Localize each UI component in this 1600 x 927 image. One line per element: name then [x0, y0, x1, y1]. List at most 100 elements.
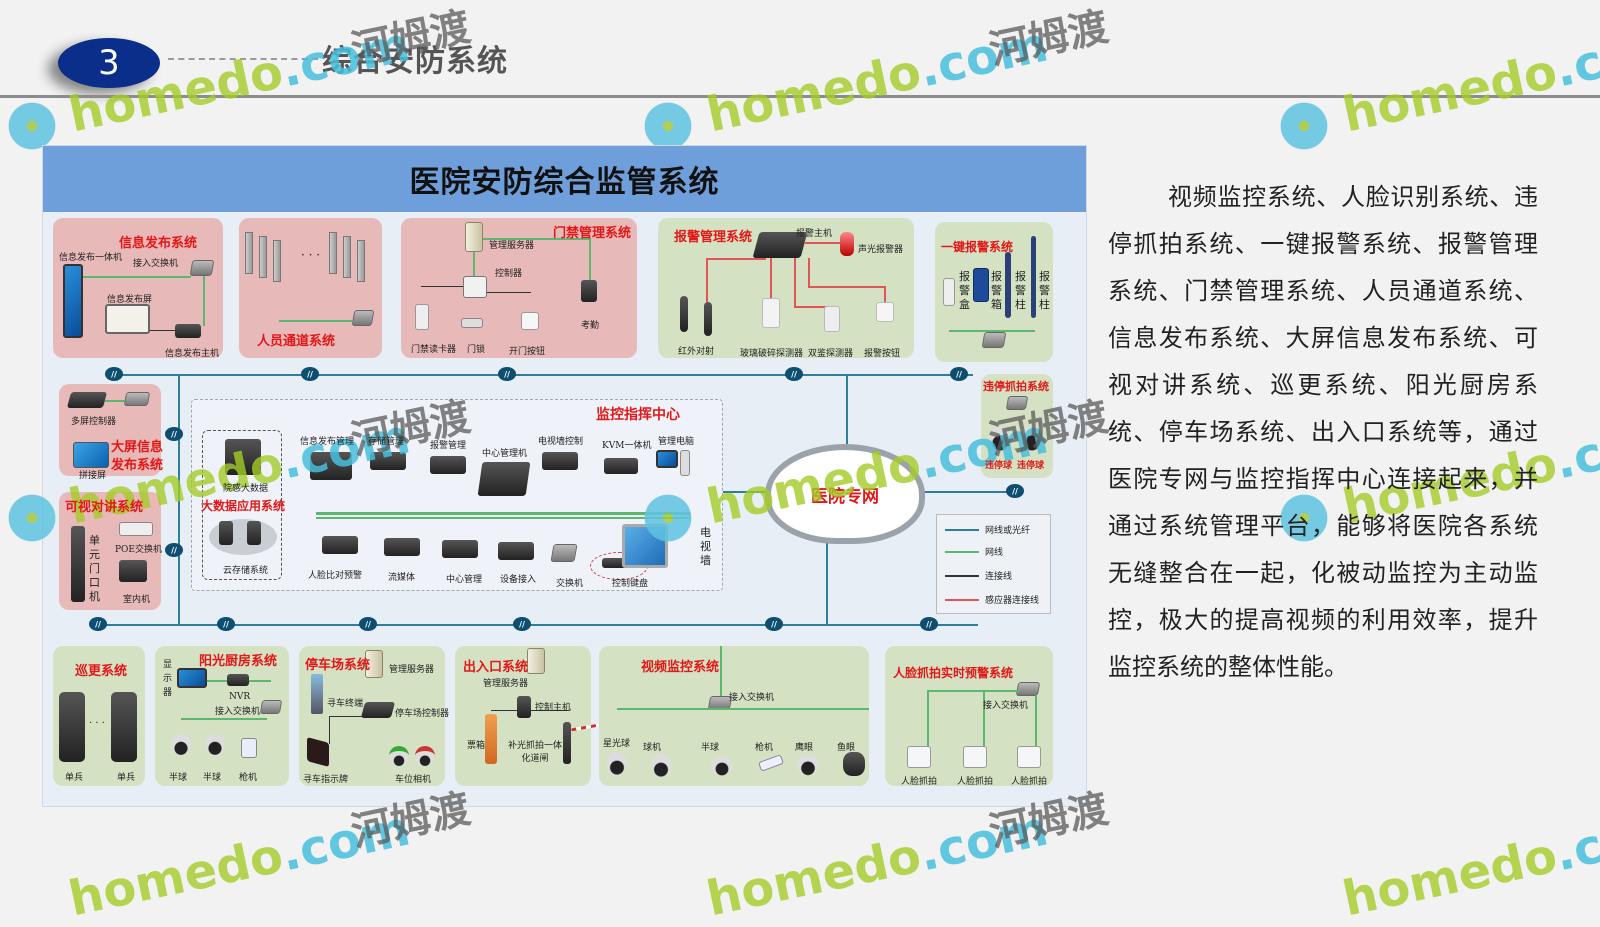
sensor-line	[794, 306, 830, 308]
system-title: 巡更系统	[75, 664, 128, 679]
device-label: 存储管理	[368, 437, 405, 447]
legend-item: 网线	[945, 545, 1003, 558]
device-label: 报警按钮	[864, 349, 901, 359]
device-label: 寻车终端	[327, 699, 364, 709]
parking-system-panel: 停车场系统 管理服务器 寻车终端 停车场控制器 寻车指示牌 车位相机	[299, 646, 449, 786]
switch-icon	[981, 332, 1007, 348]
network-line	[949, 330, 1035, 332]
watermark-flower-icon	[4, 490, 60, 546]
device-label: 人脸抓拍	[901, 777, 938, 787]
video-surveillance-system-panel: 视频监控系统 接入交换机 星光球 球机 半球 枪机 鹰眼 鱼眼	[599, 646, 869, 786]
face-capture-camera-icon	[1017, 746, 1041, 768]
network-line	[181, 718, 267, 720]
sunshine-kitchen-system-panel: 阳光厨房系统 显示器 NVR 接入交换机 半球 半球 枪机	[155, 646, 289, 786]
sensor-line	[884, 286, 886, 302]
bullet-camera-icon	[758, 754, 784, 772]
system-title: 出入口系统	[463, 660, 529, 675]
device-label: 鱼眼	[837, 743, 856, 753]
device-label: 接入交换机	[729, 693, 775, 703]
dome-camera-icon	[205, 734, 225, 756]
barrier-arm-icon	[570, 723, 600, 732]
security-system-diagram: 医院安防综合监管系统 // // // // // // // // // //…	[42, 145, 1087, 807]
system-title: 阳光厨房系统	[199, 654, 278, 669]
connection-line	[491, 710, 517, 711]
device-label: 单兵	[65, 773, 84, 783]
face-compare-icon	[322, 536, 358, 554]
personnel-channel-system-panel: · · · 人员通道系统	[239, 218, 382, 358]
connection-line	[421, 286, 463, 287]
watermark-brand: 河姆渡	[985, 3, 1113, 74]
cloud-bottom-line	[826, 539, 828, 624]
attendance-device-icon	[581, 280, 597, 302]
poe-switch-icon	[119, 522, 153, 536]
switch-icon	[189, 260, 215, 276]
device-label: 车位相机	[395, 775, 432, 785]
info-release-system-panel: 信息发布系统 信息发布一体机 接入交换机 信息发布屏 信息发布主机	[53, 218, 223, 359]
watermark-flower-icon	[4, 98, 60, 154]
network-line	[83, 276, 191, 278]
patrol-system-panel: 巡更系统 · · · 单兵 单兵	[53, 646, 145, 786]
top-backbone-line	[113, 374, 973, 376]
device-label: 管理服务器	[489, 241, 535, 251]
system-title: 人脸抓拍实时预警系统	[893, 666, 1014, 680]
tv-wall-controller-icon	[542, 452, 578, 470]
device-label: 云存储系统	[223, 566, 269, 576]
turnstile-icon	[259, 236, 267, 278]
center-management-icon	[442, 540, 478, 558]
connection-line	[329, 716, 365, 717]
monitoring-command-center: 监控指挥中心 信息发布管理 存储管理 报警管理 中心管理机 电视墙控制 KVM一…	[191, 399, 723, 591]
device-label: 院感大数据	[223, 484, 269, 494]
legend-item: 网线或光纤	[945, 523, 1030, 536]
device-label: 信息发布屏	[107, 295, 153, 305]
storage-server-icon	[219, 521, 233, 545]
section-number: 3	[98, 43, 120, 83]
device-label: 管理服务器	[483, 679, 529, 689]
system-title: 停车场系统	[305, 658, 371, 673]
pc-tower-icon	[680, 450, 690, 476]
barrier-gate-icon	[563, 722, 571, 764]
network-line	[105, 400, 125, 402]
streaming-media-icon	[384, 538, 420, 556]
legend-swatch-connection	[945, 574, 979, 577]
header-divider	[0, 95, 1600, 98]
turnstile-icon	[245, 232, 253, 274]
device-label: KVM一体机	[602, 441, 652, 451]
network-line	[279, 320, 353, 322]
kiosk-display-icon	[63, 264, 83, 338]
device-label: 设备接入	[500, 575, 537, 585]
device-label: 双鉴探测器	[808, 349, 854, 359]
storage-server-icon	[247, 521, 261, 545]
watermark-flower-icon	[1276, 490, 1332, 546]
page-title: 综合安防系统	[322, 44, 508, 79]
indoor-monitor-icon	[119, 560, 147, 582]
fiber-node-icon: //	[950, 367, 968, 381]
device-label: 控制主机	[535, 703, 572, 713]
illegal-parking-system-panel: 违停抓拍系统 违停球 违停球	[981, 374, 1053, 478]
alarm-manager-icon	[430, 456, 466, 474]
device-label: POE交换机	[115, 545, 163, 555]
system-title: 可视对讲系统	[65, 500, 144, 515]
starlight-camera-icon	[607, 752, 627, 776]
big-data-server-icon	[225, 439, 261, 475]
infrared-beam-icon	[680, 296, 688, 332]
fiber-node-icon: //	[301, 367, 319, 381]
sensor-line	[794, 258, 796, 308]
legend-swatch-sensor	[945, 598, 979, 601]
device-label: 拼接屏	[79, 471, 107, 481]
fiber-node-icon: //	[765, 617, 783, 631]
device-label: 报警管理	[430, 441, 467, 451]
device-label: 星光球	[603, 739, 631, 749]
device-label: 鹰眼	[795, 743, 814, 753]
device-access-icon	[498, 542, 534, 560]
handheld-terminal-icon	[59, 692, 85, 762]
info-release-manager-icon	[310, 452, 352, 480]
fiber-node-icon: //	[217, 617, 235, 631]
device-label: 门禁读卡器	[411, 345, 457, 355]
turnstile-icon	[343, 236, 351, 278]
device-label: 单兵	[117, 773, 136, 783]
dome-camera-icon	[171, 734, 191, 756]
device-label: 违停球	[985, 461, 1013, 471]
big-data-system-area: 院感大数据 大数据应用系统 云存储系统	[201, 430, 285, 580]
fiber-node-icon: //	[105, 367, 123, 381]
control-keyboard-icon	[602, 558, 628, 568]
